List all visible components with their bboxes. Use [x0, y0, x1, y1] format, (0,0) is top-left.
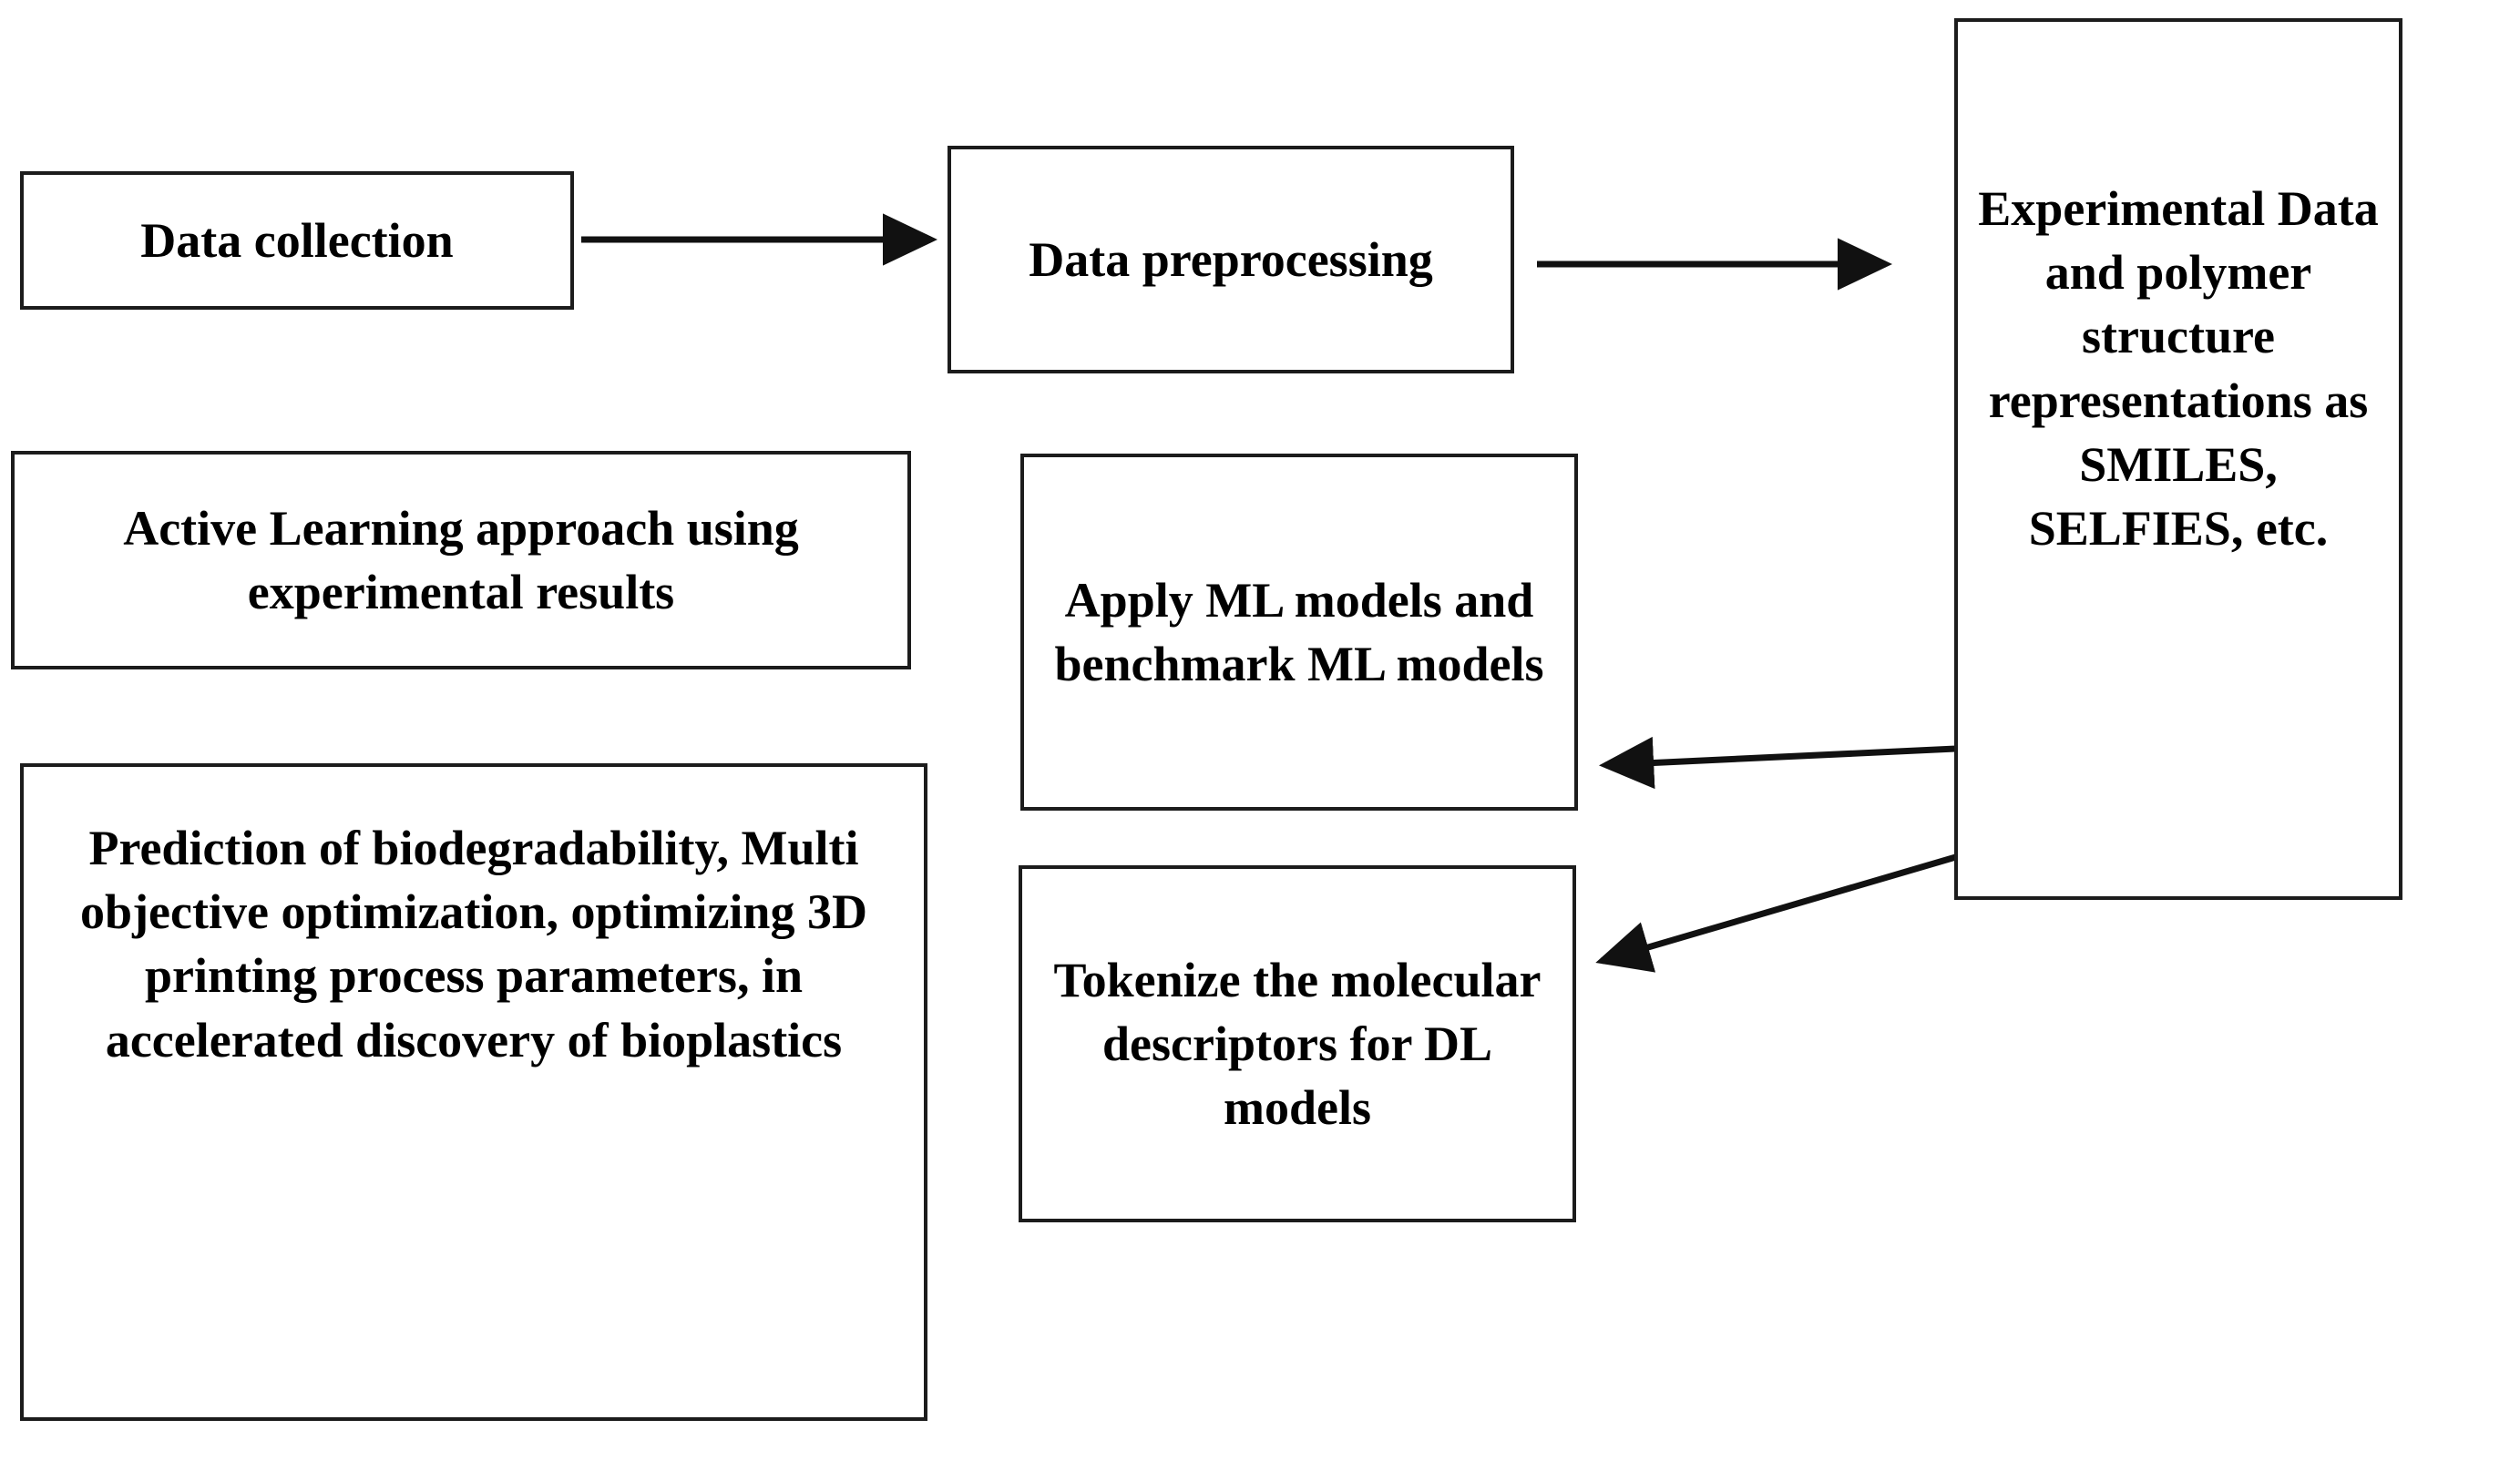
node-active-learning[interactable]: Active Learning approach using experimen… [11, 451, 911, 669]
node-experimental-data[interactable]: Experimental Data and polymer structure … [1954, 18, 2402, 900]
node-prediction-label: Prediction of biodegradability, Multi ob… [80, 821, 867, 1067]
node-data-preprocessing[interactable]: Data preprocessing [948, 146, 1514, 373]
node-data-collection[interactable]: Data collection [20, 171, 574, 310]
node-active-learning-label: Active Learning approach using experimen… [123, 500, 799, 619]
node-tokenize[interactable]: Tokenize the molecular descriptors for D… [1019, 865, 1576, 1222]
node-tokenize-label: Tokenize the molecular descriptors for D… [1053, 952, 1542, 1136]
node-prediction[interactable]: Prediction of biodegradability, Multi ob… [20, 763, 927, 1421]
node-data-collection-label: Data collection [140, 212, 454, 268]
node-apply-ml[interactable]: Apply ML models and benchmark ML models [1020, 454, 1578, 811]
node-experimental-data-label: Experimental Data and polymer structure … [1978, 181, 2379, 556]
node-data-preprocessing-label: Data preprocessing [1029, 231, 1433, 287]
connector-experimental-data-to-tokenize [1595, 837, 2013, 973]
node-apply-ml-label: Apply ML models and benchmark ML models [1054, 572, 1544, 691]
